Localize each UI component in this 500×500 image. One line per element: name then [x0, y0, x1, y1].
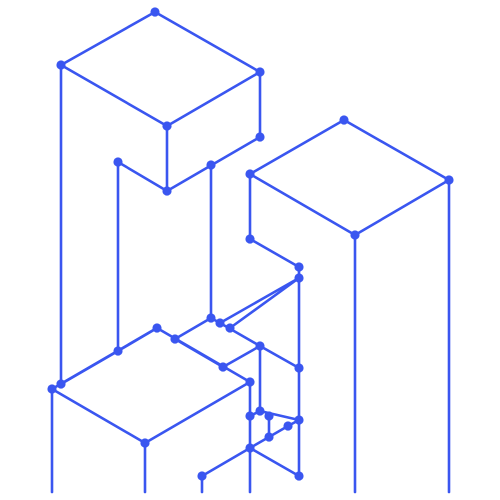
vertex-node-31	[294, 415, 304, 425]
vertex-node-33	[264, 432, 274, 442]
vertex-node-2	[56, 60, 66, 70]
right-prism-notch	[248, 237, 301, 280]
vertex-node-27	[245, 377, 255, 387]
vertex-node-1	[150, 7, 160, 17]
vertex-node-22	[113, 346, 123, 356]
vertex-node-10	[245, 169, 255, 179]
inner-column-connector	[173, 316, 213, 341]
vertex-node-15	[294, 273, 304, 283]
top-left-prism-bottom-rim	[116, 135, 262, 193]
vertex-node-35	[245, 443, 255, 453]
vertex-node-9	[339, 115, 349, 125]
vertex-node-32	[283, 421, 293, 431]
top-left-prism-top-face	[59, 10, 262, 128]
vertex-node-20	[170, 334, 180, 344]
vertex-node-37	[197, 471, 207, 481]
vertex-node-7	[206, 160, 216, 170]
vertex-node-23	[218, 362, 228, 372]
vertex-node-24	[294, 363, 304, 373]
vertex-node-13	[245, 234, 255, 244]
vertex-node-29	[255, 406, 265, 416]
vertex-node-17	[215, 318, 225, 328]
vertex-node-4	[162, 121, 172, 131]
vertex-node-18	[225, 323, 235, 333]
vertex-node-19	[152, 323, 162, 333]
vertex-node-34	[140, 438, 150, 448]
vertex-node-3	[255, 67, 265, 77]
vertex-node-28	[245, 411, 255, 421]
middle-slab-inner	[228, 276, 301, 330]
middle-slab-top	[209, 316, 301, 370]
vertex-node-6	[113, 157, 123, 167]
vertex-node-26	[47, 384, 57, 394]
vertex-node-8	[162, 186, 172, 196]
vertex-node-30	[264, 411, 274, 421]
middle-slab-back	[218, 276, 301, 325]
vertex-node-14	[294, 262, 304, 272]
node-layer	[47, 7, 454, 481]
right-prism-top-face	[248, 118, 451, 237]
step-piece-b	[267, 414, 301, 439]
vertex-node-11	[444, 175, 454, 185]
lower-block-top-face	[50, 326, 252, 445]
vertex-node-12	[350, 230, 360, 240]
lower-block-rim	[59, 326, 159, 386]
vertex-node-21	[255, 341, 265, 351]
vertex-node-25	[56, 379, 66, 389]
vertex-node-16	[206, 313, 216, 323]
vertex-node-5	[255, 132, 265, 142]
vertex-node-36	[294, 471, 304, 481]
